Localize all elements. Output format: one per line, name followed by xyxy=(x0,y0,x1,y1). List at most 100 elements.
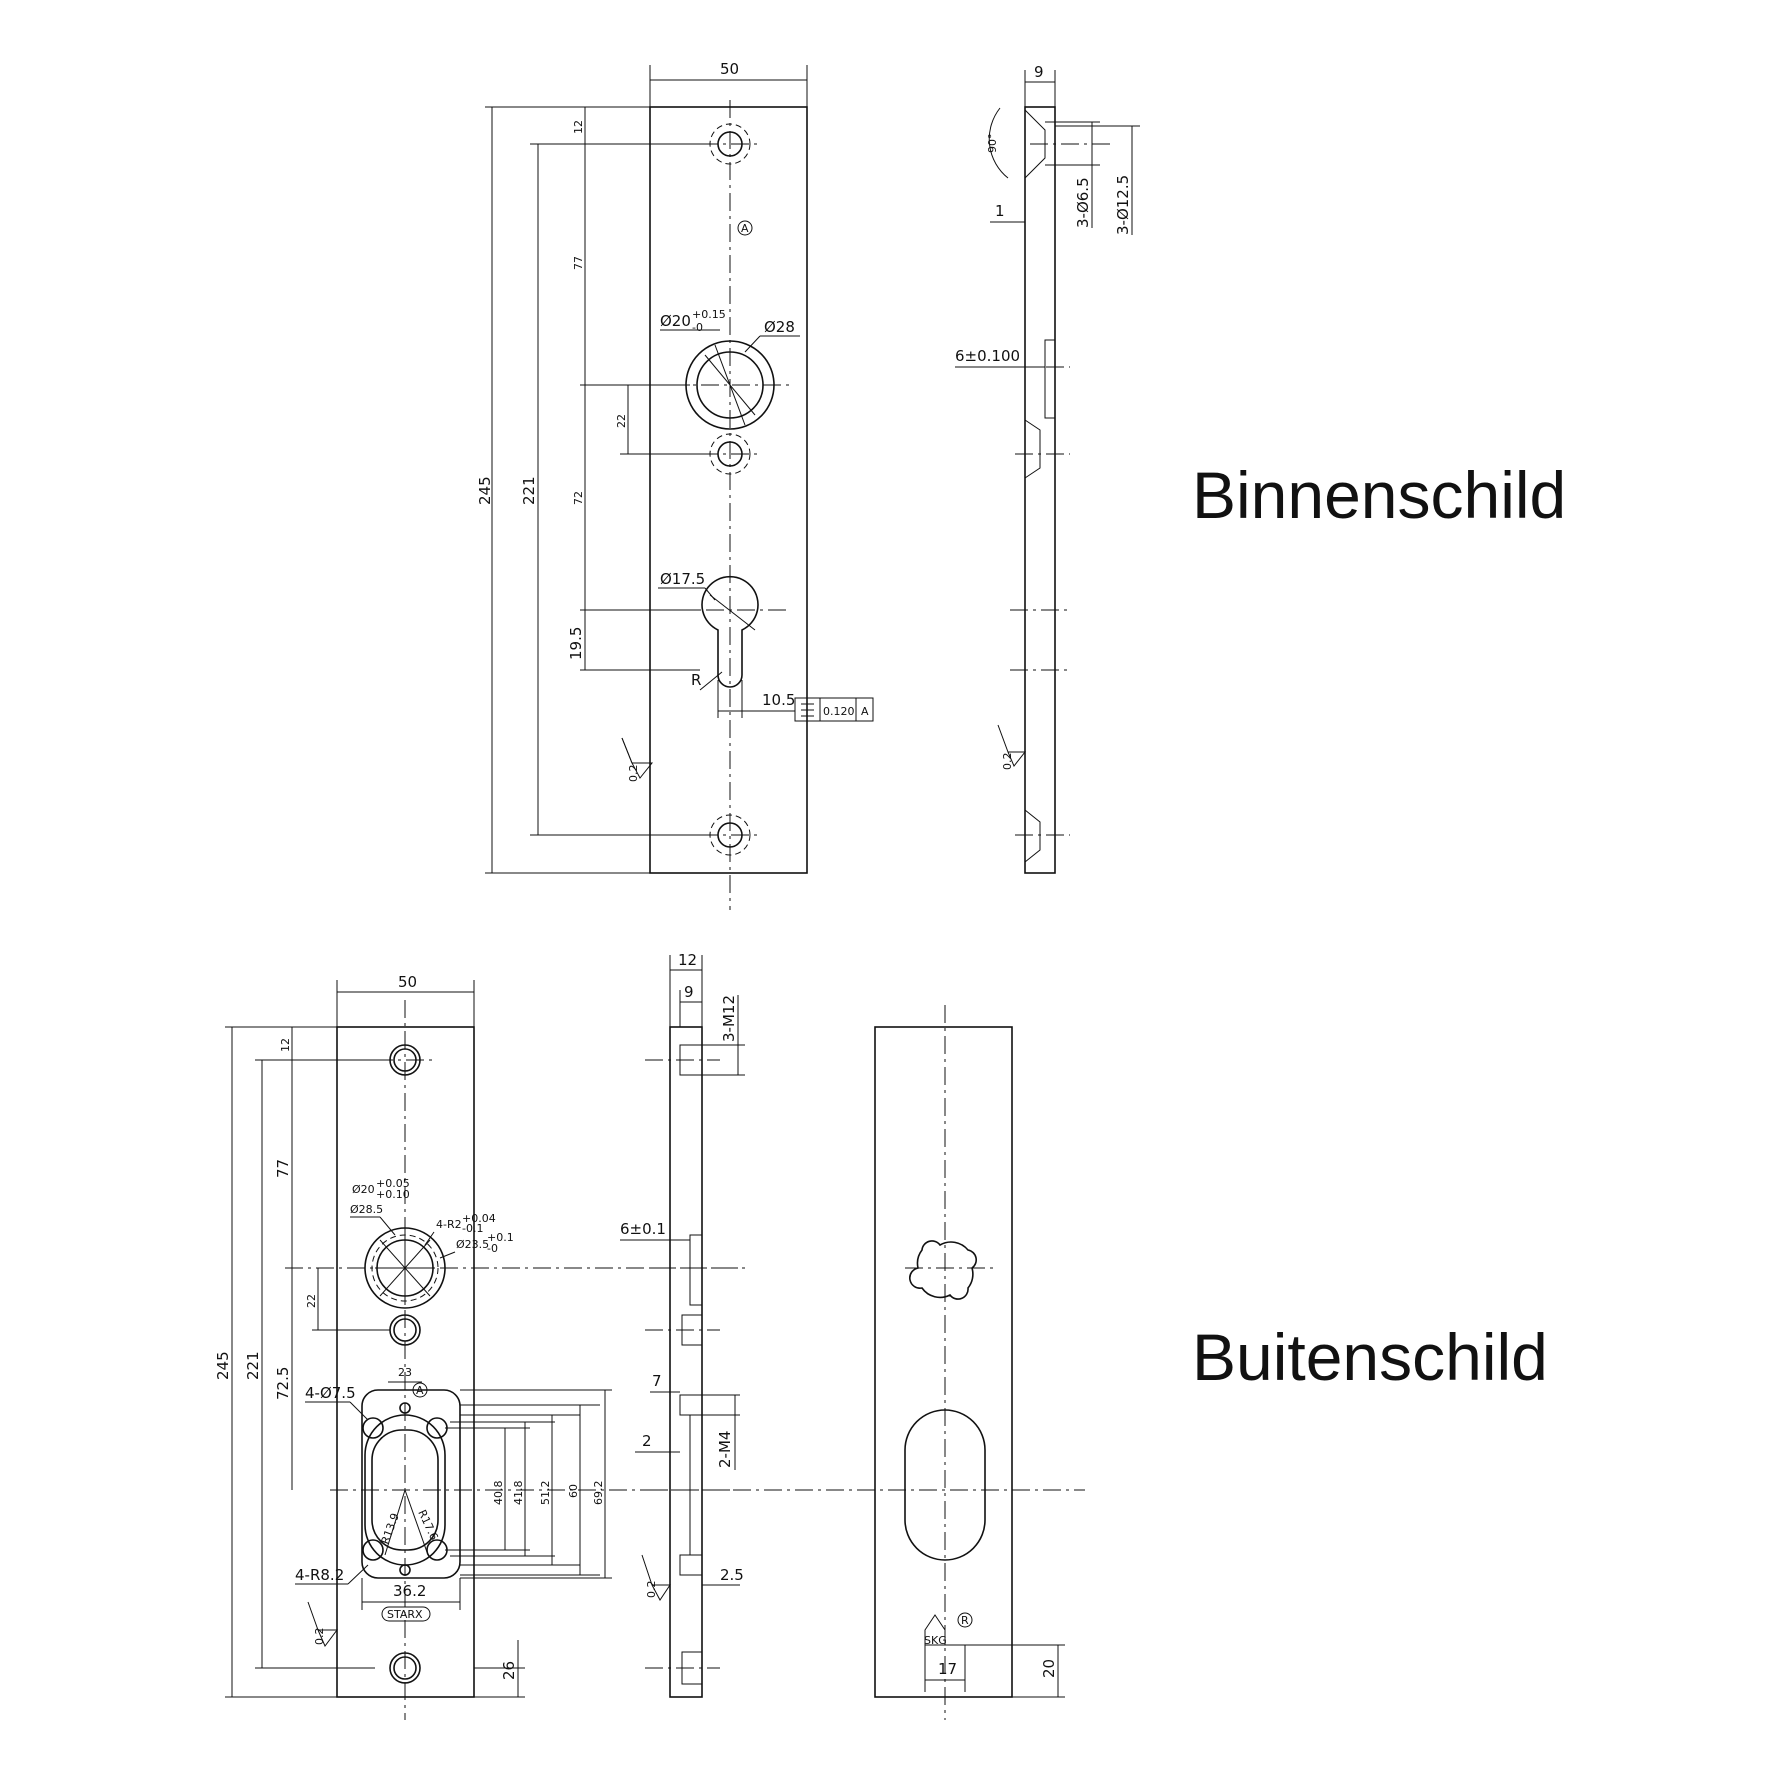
inner-pitch-dim: 221 xyxy=(520,476,538,505)
outer-bore2-label: Ø28.5 xyxy=(350,1203,383,1216)
inner-side-view: 9 90° 1 3-Ø6.5 3-Ø12.5 6±0.100 0.2 xyxy=(955,63,1140,874)
inner-top-offset-dim: 12 xyxy=(572,120,585,134)
inner-plate-outline xyxy=(649,106,808,874)
outer-back-registered-circle xyxy=(957,1612,973,1628)
inner-side-thickness-dim: 9 xyxy=(1034,63,1044,81)
outer-side-roughness-symbol xyxy=(641,1554,671,1601)
outer-rosette-width-dim: 23 xyxy=(398,1366,412,1379)
outer-408-dim: 40.8 xyxy=(492,1481,505,1506)
inner-handle-bore-tol-upper: +0.15 xyxy=(692,308,726,321)
inner-datum-marker xyxy=(737,220,753,236)
outer-datum-text: A xyxy=(416,1384,424,1397)
outer-77-dim: 77 xyxy=(274,1159,292,1178)
inner-side-angle-arc xyxy=(988,107,1009,179)
outer-roughness-symbol xyxy=(307,1601,338,1647)
inner-width-dim: 50 xyxy=(720,60,739,78)
inner-side-outline xyxy=(1024,106,1056,874)
outer-side-dim2: 2 xyxy=(642,1432,652,1450)
outer-radius4-tol-lower: -0.1 xyxy=(462,1222,483,1235)
inner-plate-label: Binnenschild xyxy=(1192,458,1566,532)
outer-bottom-offset-dim: 26 xyxy=(500,1661,518,1680)
inner-tolerance-frame xyxy=(794,697,874,722)
outer-rosette-hole-2 xyxy=(426,1417,448,1439)
outer-side-hatch-3 xyxy=(670,1580,702,1650)
outer-side-outline xyxy=(669,1026,703,1698)
outer-top-offset-dim: 12 xyxy=(279,1038,292,1052)
inner-side-offset-dim: 1 xyxy=(995,202,1005,220)
outer-side-dim7: 7 xyxy=(652,1372,662,1390)
inner-cylinder-bore-label: Ø17.5 xyxy=(660,570,705,588)
outer-back-mark-height: 20 xyxy=(1040,1659,1058,1678)
outer-back-cylinder-oval xyxy=(904,1409,986,1561)
inner-195-dim: 19.5 xyxy=(567,627,585,660)
outer-back-skg-text: SKG xyxy=(924,1634,947,1647)
inner-77-dim: 77 xyxy=(572,256,585,270)
outer-side-thread-top: 3-M12 xyxy=(720,995,738,1042)
outer-side-dim25: 2.5 xyxy=(720,1566,744,1584)
outer-radius4-tol-upper: +0.04 xyxy=(462,1212,496,1225)
inner-radius-label: R xyxy=(691,671,701,689)
outer-back-outline xyxy=(874,1026,1013,1698)
inner-datum-text: A xyxy=(741,222,749,235)
outer-rosette-outline xyxy=(361,1389,461,1579)
outer-pitch-dim: 221 xyxy=(244,1351,262,1380)
inner-72-dim: 72 xyxy=(572,491,585,505)
inner-side-recess-dim: 6±0.100 xyxy=(955,347,1020,365)
inner-side-angle-text: 90° xyxy=(986,134,999,154)
outer-692-dim: 69.2 xyxy=(592,1481,605,1506)
outer-r139-label: R13.9 xyxy=(379,1511,402,1546)
outer-side-hatch-2 xyxy=(670,1345,702,1380)
outer-bore3-label: Ø23.5 xyxy=(456,1238,489,1251)
outer-side-hatch-1 xyxy=(670,1075,702,1235)
outer-rosette-pin-bottom xyxy=(399,1564,411,1576)
outer-side-thread-m4: 2-M4 xyxy=(716,1431,734,1468)
outer-rosette-hole-3 xyxy=(362,1539,384,1561)
outer-plate-label: Buitenschild xyxy=(1192,1320,1548,1394)
outer-brand-logo xyxy=(381,1606,431,1622)
outer-rosette-hole-1 xyxy=(362,1417,384,1439)
outer-rosette-pin-top xyxy=(399,1402,411,1414)
outer-side-recess-dim: 6±0.1 xyxy=(620,1220,666,1238)
outer-bore1-tol-lower: +0.10 xyxy=(376,1188,410,1201)
inner-handle-rim-label: Ø28 xyxy=(764,318,795,336)
outer-front-view: STARX A 50 245 221 12 77 22 72.5 Ø2 xyxy=(214,973,1085,1720)
inner-slot-width-dim: 10.5 xyxy=(762,691,795,709)
outer-side-thickness-total: 12 xyxy=(678,951,697,969)
inner-handle-bore-label: Ø20 xyxy=(660,312,691,330)
inner-side-countersink-small: 3-Ø6.5 xyxy=(1074,177,1092,228)
outer-back-handle-cut xyxy=(909,1240,977,1300)
inner-side-hatch-3 xyxy=(1025,690,1055,810)
inner-side-hatch-2 xyxy=(1025,465,1055,585)
outer-side-roughness-value: 0.2 xyxy=(645,1581,658,1599)
outer-radius4-label: 4-R2 xyxy=(436,1218,462,1231)
outer-back-view: SKG R 17 20 xyxy=(874,1005,1065,1720)
outer-roughness-value: 0.2 xyxy=(313,1628,326,1646)
inner-side-roughness-value: 0.2 xyxy=(1001,753,1014,771)
inner-side-roughness-symbol xyxy=(997,724,1027,767)
inner-roughness-value: 0.2 xyxy=(627,765,640,783)
outer-725-dim: 72.5 xyxy=(274,1367,292,1400)
outer-radius82-label: 4-R8.2 xyxy=(295,1566,344,1584)
outer-bore3-tol-upper: +0.1 xyxy=(487,1231,514,1244)
outer-back-skg-mark xyxy=(924,1614,946,1646)
outer-362-dim: 36.2 xyxy=(393,1582,426,1600)
outer-side-view: 12 9 3-M12 6±0.1 7 2 2-M4 0.2 2.5 xyxy=(620,951,745,1698)
outer-60-dim: 60 xyxy=(567,1484,580,1498)
inner-front-view: A 50 245 221 12 xyxy=(476,60,874,910)
inner-tolerance-datum: A xyxy=(861,705,869,718)
outer-brand-text: STARX xyxy=(387,1608,423,1621)
inner-height-dim: 245 xyxy=(476,476,494,505)
outer-bore1-tol-upper: +0.05 xyxy=(376,1177,410,1190)
outer-width-dim: 50 xyxy=(398,973,417,991)
inner-cylinder-keyhole xyxy=(701,575,759,688)
inner-tolerance-value: 0.120 xyxy=(823,705,855,718)
outer-back-registered-text: R xyxy=(961,1614,969,1627)
outer-512-dim: 51.2 xyxy=(539,1481,552,1506)
outer-side-thickness-inner: 9 xyxy=(684,983,694,1001)
outer-bottom-hole xyxy=(389,1652,421,1684)
inner-side-countersink-large: 3-Ø12.5 xyxy=(1114,175,1132,235)
outer-418-dim: 41.8 xyxy=(512,1481,525,1506)
outer-bore3-tol-lower: -0 xyxy=(487,1242,498,1255)
inner-handle-bore-tol-lower: -0 xyxy=(692,321,703,334)
